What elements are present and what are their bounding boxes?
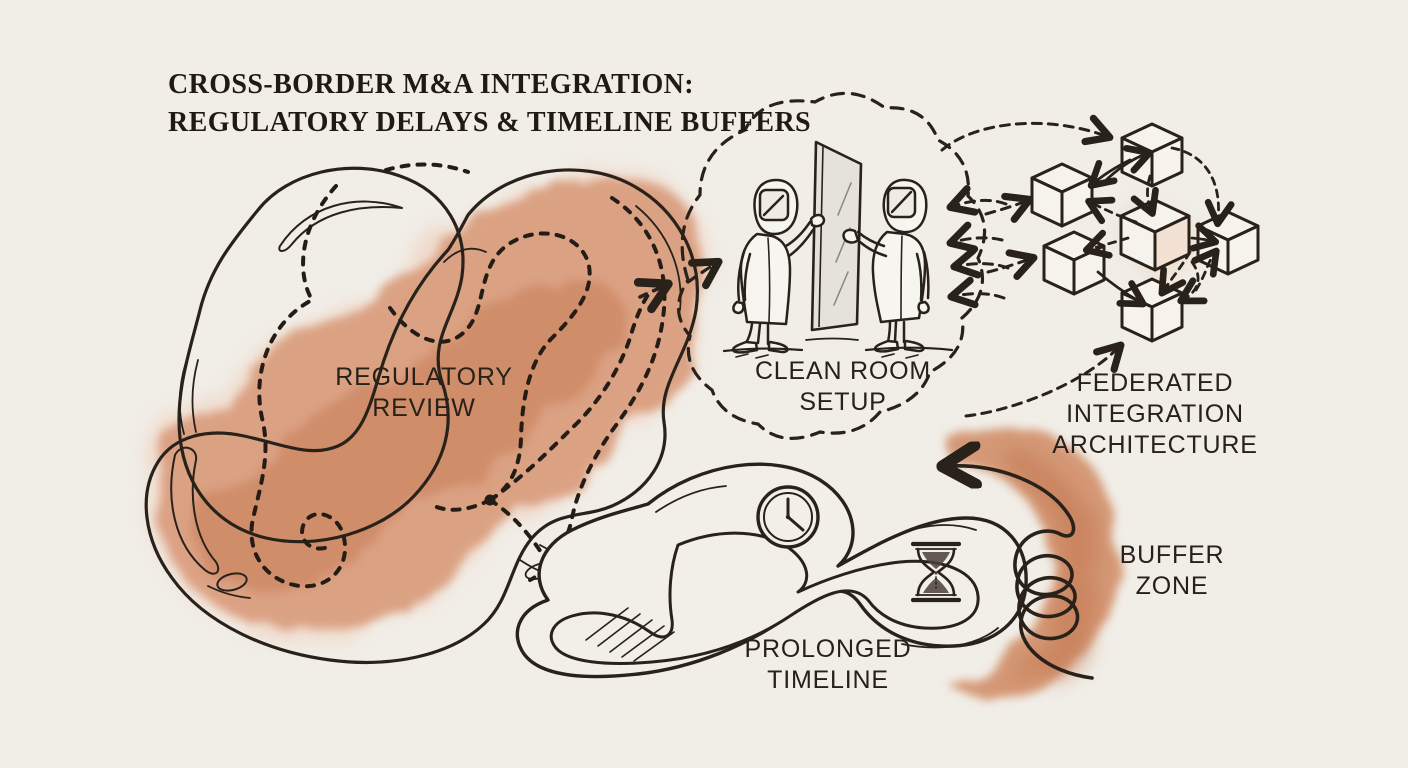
buffer-watercolor-wash <box>946 426 1120 701</box>
dashed-cloud-icon <box>676 91 987 440</box>
blob-to-cloud-connector <box>633 257 723 314</box>
inter-cube-arrows <box>1082 144 1235 308</box>
cube-bottom <box>1120 277 1184 343</box>
spiral-arrow-icon <box>950 466 1094 680</box>
cube-lower-left <box>1042 230 1106 296</box>
label-prolonged-timeline: PROLONGED TIMELINE <box>744 635 912 694</box>
ground-strokes <box>722 337 954 359</box>
path-junction-dot <box>484 494 496 506</box>
cube-top <box>1120 122 1184 188</box>
diagram-title: CROSS-BORDER M&A INTEGRATION: REGULATORY… <box>168 69 812 138</box>
cloud-cube-exchange-arrows <box>940 114 1125 418</box>
hazmat-figure-left <box>731 178 826 354</box>
regulatory-watercolor-wash <box>147 169 706 636</box>
label-federated-integration-architecture: FEDERATED INTEGRATION ARCHITECTURE <box>1052 369 1258 459</box>
hourglass-icon <box>910 541 962 603</box>
label-clean-room-setup: CLEAN ROOM SETUP <box>754 357 932 416</box>
cube-upper-left <box>1030 162 1094 228</box>
timeline-ribbon <box>515 462 1028 679</box>
clock-icon <box>756 485 820 549</box>
label-buffer-zone: BUFFER ZONE <box>1119 541 1225 600</box>
hazmat-figure-right <box>842 178 930 353</box>
label-regulatory-review: REGULATORY REVIEW <box>335 363 513 422</box>
cube-center <box>1119 198 1191 272</box>
